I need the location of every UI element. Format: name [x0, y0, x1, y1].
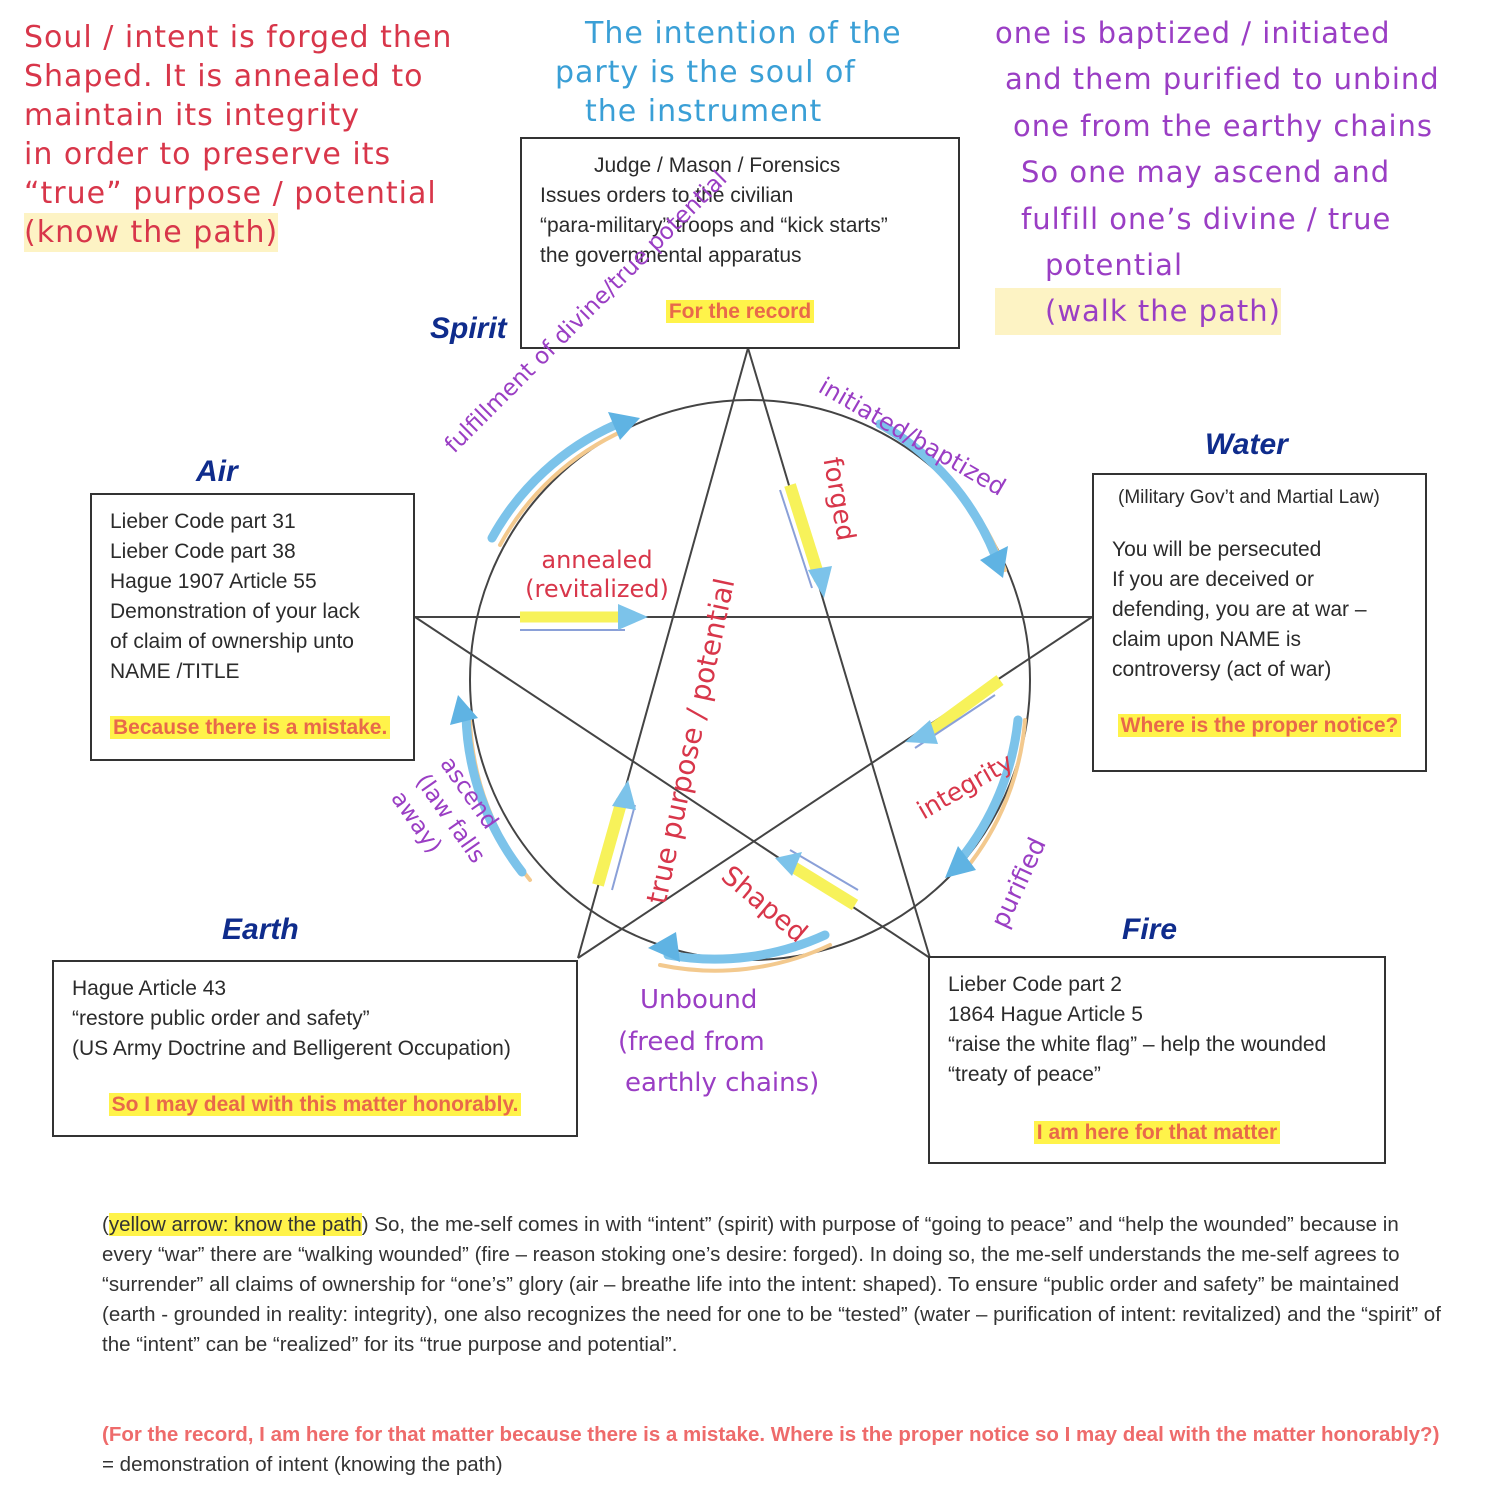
pentagram-line: [747, 347, 931, 959]
note-line: So one may ascend and: [1021, 155, 1391, 190]
note-top-right: one is baptized / initiated and them pur…: [995, 10, 1495, 335]
yellow-arrows: [520, 483, 1004, 911]
earth-box: Hague Article 43 “restore public order a…: [52, 960, 578, 1137]
box-line: controversy (act of war): [1112, 658, 1332, 681]
element-title-air: Air: [196, 455, 238, 488]
fire-box: Lieber Code part 2 1864 Hague Article 5 …: [928, 956, 1386, 1164]
note-top-left: Soul / intent is forged then Shaped. It …: [24, 18, 524, 252]
note-top-center: The intention of the party is the soul o…: [555, 14, 955, 131]
box-line: Lieber Code part 38: [110, 540, 296, 563]
note-line: maintain its integrity: [24, 98, 361, 133]
closing-highlight: (For the record, I am here for that matt…: [102, 1423, 1440, 1446]
box-line: Demonstration of your lack: [110, 600, 360, 623]
paragraph-body: ) So, the me-self comes in with “intent”…: [102, 1213, 1441, 1356]
note-line: Shaped. It is annealed to: [24, 59, 424, 94]
box-line: NAME /TITLE: [110, 660, 240, 683]
box-line: “raise the white flag” – help the wounde…: [948, 1033, 1327, 1056]
label-annealed: annealed (revitalized): [525, 546, 669, 603]
note-line: one is baptized / initiated: [995, 16, 1391, 50]
box-line: Lieber Code part 2: [948, 973, 1122, 996]
closing-text: = demonstration of intent (knowing the p…: [102, 1453, 503, 1476]
box-line: claim upon NAME is: [1112, 628, 1302, 651]
box-line: You will be persecuted: [1112, 538, 1322, 561]
box-line: Issues orders to the civilian: [540, 184, 794, 207]
label-unbound: (freed from: [618, 1027, 765, 1057]
box-line: “restore public order and safety”: [72, 1007, 370, 1030]
box-line: “para-military” troops and “kick starts”: [540, 214, 888, 237]
box-line: (US Army Doctrine and Belligerent Occupa…: [72, 1037, 511, 1060]
note-line: one from the earthy chains: [1013, 108, 1434, 143]
arrowhead-icon: [608, 412, 640, 440]
note-line: potential: [1045, 247, 1183, 282]
box-line: Hague 1907 Article 55: [110, 570, 317, 593]
arrowhead-icon: [612, 780, 636, 810]
box-line: the governmental apparatus: [540, 244, 802, 267]
box-line: of claim of ownership unto: [110, 630, 354, 653]
note-line: fulfill one’s divine / true: [1021, 201, 1392, 236]
box-line: If you are deceived or: [1112, 568, 1314, 591]
note-line: in order to preserve its: [24, 137, 392, 172]
note-line: the instrument: [585, 94, 823, 129]
arrowhead-icon: [775, 852, 802, 876]
arrowhead-icon: [450, 695, 478, 725]
blue-arrows: [450, 412, 1027, 973]
note-line: The intention of the: [585, 16, 902, 51]
note-line: (know the path): [24, 213, 279, 252]
box-line: Hague Article 43: [72, 977, 227, 1000]
label-unbound: Unbound: [640, 985, 758, 1015]
element-title-fire: Fire: [1122, 913, 1178, 946]
arrowhead-icon: [618, 604, 648, 630]
box-subtitle: (Military Gov’t and Martial Law): [1118, 487, 1380, 508]
arrowhead-icon: [905, 720, 938, 744]
explanation-paragraph: (yellow arrow: know the path) So, the me…: [102, 1213, 1441, 1356]
arrowhead-icon: [808, 566, 832, 598]
box-highlight: Where is the proper notice?: [1117, 714, 1402, 737]
spirit-box: Judge / Mason / Forensics Issues orders …: [520, 137, 960, 349]
water-box: (Military Gov’t and Martial Law) You wil…: [1092, 473, 1427, 772]
element-title-earth: Earth: [222, 913, 299, 946]
air-box: Lieber Code part 31 Lieber Code part 38 …: [90, 493, 415, 761]
box-line: defending, you are at war –: [1112, 598, 1367, 621]
element-title-spirit: Spirit: [430, 312, 507, 345]
arrowhead-icon: [945, 846, 976, 878]
highlight-lead: yellow arrow: know the path: [108, 1213, 362, 1236]
arrowhead-icon: [648, 932, 680, 962]
note-line: Soul / intent is forged then: [24, 20, 453, 55]
note-line: (walk the path): [995, 288, 1281, 335]
box-highlight: Because there is a mistake.: [110, 716, 391, 739]
box-highlight: So I may deal with this matter honorably…: [108, 1093, 522, 1116]
element-title-water: Water: [1205, 428, 1288, 461]
arrowhead-icon: [980, 546, 1008, 578]
box-line: Lieber Code part 31: [110, 510, 296, 533]
closing-paragraph: (For the record, I am here for that matt…: [102, 1420, 1442, 1480]
box-line: Judge / Mason / Forensics: [594, 154, 841, 177]
box-highlight: I am here for that matter: [1033, 1121, 1281, 1144]
box-line: 1864 Hague Article 5: [948, 1003, 1143, 1026]
box-highlight: For the record: [665, 300, 815, 323]
note-line: and them purified to unbind: [1005, 62, 1440, 97]
note-line: “true” purpose / potential: [24, 176, 437, 211]
box-line: “treaty of peace”: [948, 1063, 1101, 1086]
label-unbound: earthly chains): [625, 1068, 820, 1098]
note-line: party is the soul of: [555, 55, 856, 90]
pentagram-line: [577, 616, 1093, 959]
